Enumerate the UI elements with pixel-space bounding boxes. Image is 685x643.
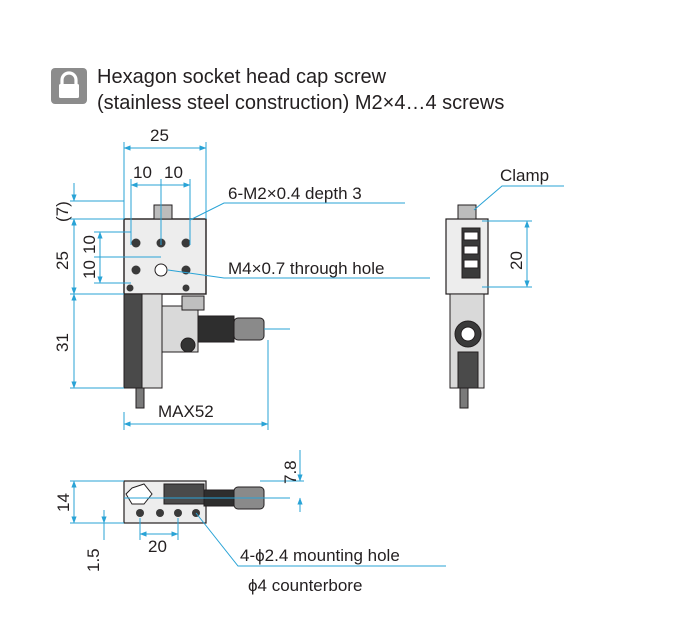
dim-width-25: 25 xyxy=(150,126,169,145)
base-pin xyxy=(135,387,145,409)
dim-bottom-7-8: 7.8 xyxy=(281,460,300,484)
callout-clamp: Clamp xyxy=(500,166,549,185)
side-screw-head xyxy=(457,204,477,220)
front-view: 25 10 10 (7) 25 10 10 31 MAX52 6-M2×0.4 … xyxy=(53,126,430,430)
tapped-holes xyxy=(126,238,191,292)
dim-body-31: 31 xyxy=(53,333,72,352)
clamp-knob xyxy=(180,337,196,353)
lock-icon-badge xyxy=(51,68,87,104)
dim-bottom-1-5: 1.5 xyxy=(84,548,103,572)
dim-bottom-20: 20 xyxy=(148,537,167,556)
micrometer-barrel xyxy=(197,315,235,343)
callout-tapped-holes: 6-M2×0.4 depth 3 xyxy=(228,184,362,203)
title-line-1: Hexagon socket head cap screw xyxy=(97,66,387,88)
screw-head xyxy=(153,204,173,220)
dim-pitch-v2: 10 xyxy=(80,260,99,279)
callout-counterbore: ϕ4 counterbore xyxy=(248,576,362,595)
micrometer-cap xyxy=(181,295,205,311)
dim-pitch-right: 10 xyxy=(164,163,183,182)
lock-icon xyxy=(59,71,79,98)
dim-pitch-left: 10 xyxy=(133,163,152,182)
dim-height-25: 25 xyxy=(53,251,72,270)
callout-mounting-hole: 4-ϕ2.4 mounting hole xyxy=(240,546,400,565)
base-body-dark xyxy=(123,293,143,389)
base-body-light xyxy=(141,293,163,389)
mounting-holes xyxy=(136,509,200,517)
dim-bottom-14: 14 xyxy=(54,493,73,512)
dim-max-52: MAX52 xyxy=(158,402,214,421)
bottom-view: 14 7.8 1.5 20 4-ϕ2.4 mounting hole ϕ4 co… xyxy=(54,450,446,595)
dim-top-offset: (7) xyxy=(53,201,72,222)
micrometer-thimble xyxy=(233,317,265,341)
callout-through-hole: M4×0.7 through hole xyxy=(228,259,384,278)
dim-pitch-v1: 10 xyxy=(80,235,99,254)
title-line-2: (stainless steel construction) M2×4…4 sc… xyxy=(97,92,505,114)
bottom-hex-socket xyxy=(125,483,153,505)
dim-side-20: 20 xyxy=(507,251,526,270)
side-view: 20 Clamp xyxy=(445,166,564,409)
